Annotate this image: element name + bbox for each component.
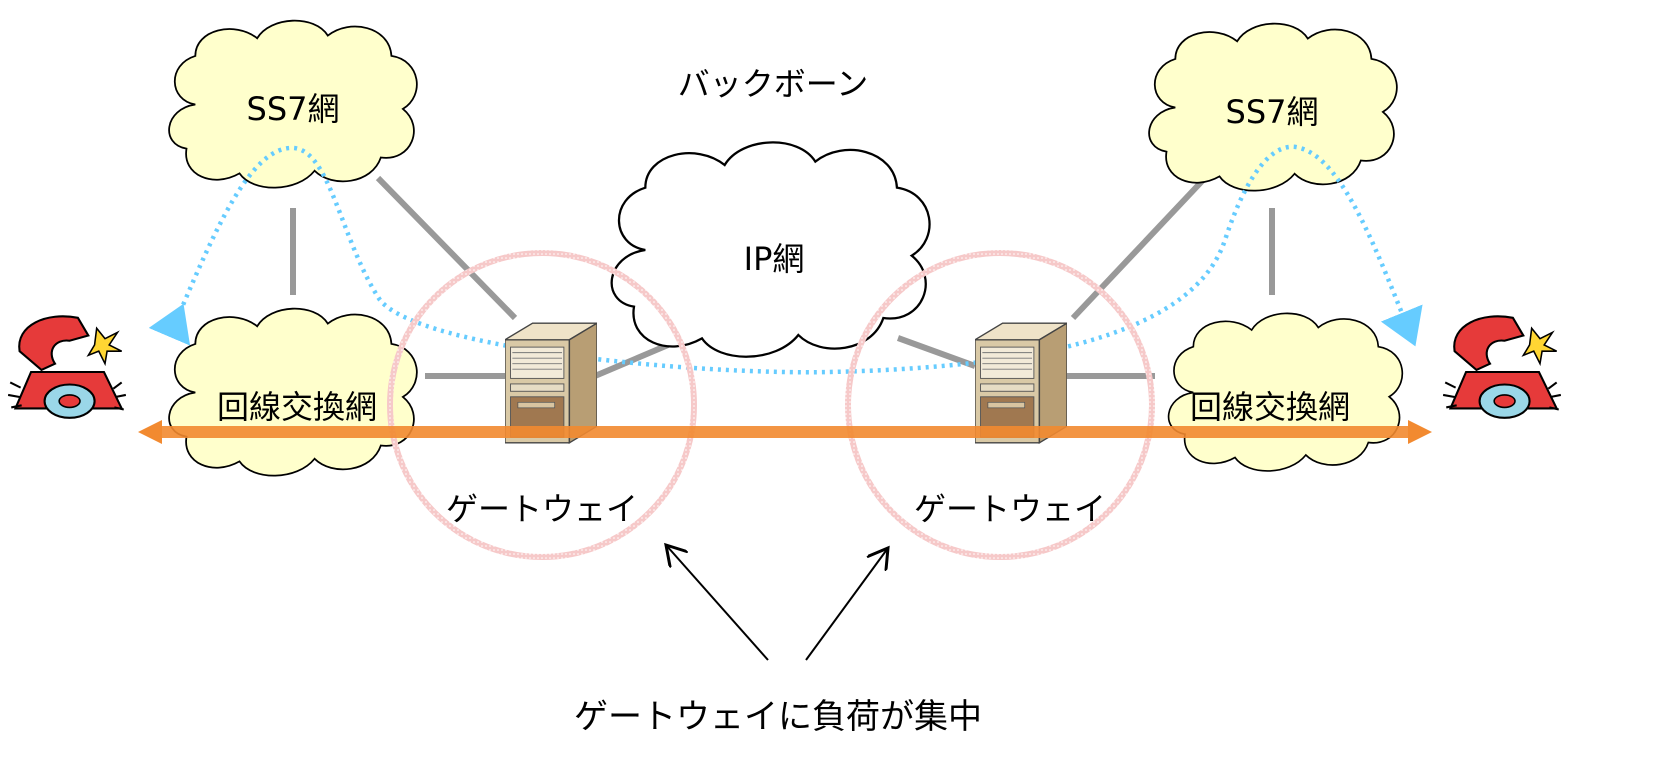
ss7-network-right-label: SS7網 xyxy=(1226,93,1319,131)
link-gateway-left-to-ip xyxy=(593,342,670,379)
circuit-network-left-label: 回線交換網 xyxy=(217,388,377,426)
link-ip-to-gateway-right xyxy=(896,335,977,369)
telephone-left-icon xyxy=(7,315,127,419)
voice-path xyxy=(138,420,1432,444)
gateway-right-label: ゲートウェイ xyxy=(914,490,1106,528)
gateway-right-highlight-circle xyxy=(845,250,1155,560)
ip-network-label: IP網 xyxy=(744,240,805,278)
load-concentration-note: ゲートウェイに負荷が集中 xyxy=(574,697,982,737)
circuit-network-right-label: 回線交換網 xyxy=(1190,388,1350,426)
gateway-left-highlight-circle xyxy=(387,250,697,560)
gateway-left-server-icon xyxy=(505,322,597,444)
link-ss7-right-to-gateway-right xyxy=(1070,175,1208,321)
link-ss7-left-to-gateway-left xyxy=(375,175,518,321)
gateway-left-label: ゲートウェイ xyxy=(446,490,638,528)
annotation-arrow-to-right-gateway xyxy=(805,548,888,661)
ss7-network-left-label: SS7網 xyxy=(247,90,340,128)
gateway-right-server-icon xyxy=(975,322,1067,444)
backbone-label: バックボーン xyxy=(678,65,868,103)
annotation-arrow-to-left-gateway xyxy=(666,545,769,661)
network-links xyxy=(290,175,1275,379)
telephone-right-icon xyxy=(1442,315,1562,419)
